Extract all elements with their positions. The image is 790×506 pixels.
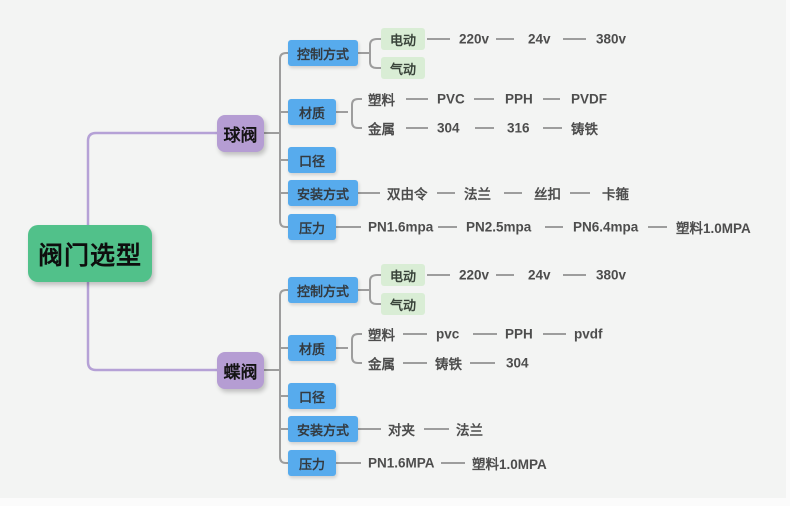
node-b-metal[interactable]: 金属 — [368, 122, 395, 137]
node-root[interactable]: 阀门选型 — [28, 225, 152, 282]
node-b-316[interactable]: 316 — [507, 120, 530, 136]
node-b-diameter[interactable]: 口径 — [288, 147, 336, 173]
node-f-metal[interactable]: 金属 — [368, 357, 395, 372]
node-f-flange[interactable]: 法兰 — [456, 423, 483, 438]
node-f-cast-iron[interactable]: 铸铁 — [435, 357, 462, 372]
node-b-pn25[interactable]: PN2.5mpa — [466, 219, 532, 235]
node-b-pvc[interactable]: PVC — [437, 91, 465, 107]
node-f-plastic10[interactable]: 塑料1.0MPA — [472, 457, 547, 472]
edge-butterfly-control-bracket — [369, 274, 381, 305]
node-b-cast-iron[interactable]: 铸铁 — [571, 122, 598, 137]
node-f-pn16[interactable]: PN1.6MPA — [368, 455, 435, 471]
node-f-pvdf[interactable]: pvdf — [574, 326, 603, 342]
node-f-pvc[interactable]: pvc — [436, 326, 460, 342]
node-b-plastic[interactable]: 塑料 — [368, 93, 395, 108]
node-f-304[interactable]: 304 — [506, 355, 529, 371]
node-b-pvdf[interactable]: PVDF — [571, 91, 608, 107]
node-f-plastic[interactable]: 塑料 — [368, 328, 395, 343]
edge-butterfly-material-bracket — [351, 333, 362, 364]
node-butterfly[interactable]: 蝶阀 — [217, 352, 264, 389]
edge-ball-spine — [279, 52, 288, 228]
node-b-pneumatic[interactable]: 气动 — [381, 57, 425, 79]
node-b-304[interactable]: 304 — [437, 120, 460, 136]
canvas-right-edge — [786, 0, 790, 506]
edge-ball-material-bracket — [351, 98, 362, 129]
node-b-pn64[interactable]: PN6.4mpa — [573, 219, 639, 235]
node-b-flange[interactable]: 法兰 — [464, 187, 491, 202]
node-b-thread[interactable]: 丝扣 — [534, 187, 561, 202]
node-b-material[interactable]: 材质 — [288, 99, 336, 125]
node-f-pressure[interactable]: 压力 — [288, 450, 336, 476]
node-f-diameter[interactable]: 口径 — [288, 383, 336, 409]
node-f-control[interactable]: 控制方式 — [288, 277, 358, 303]
node-f-v24[interactable]: 24v — [528, 267, 551, 283]
node-ball[interactable]: 球阀 — [217, 115, 264, 152]
node-f-wafer[interactable]: 对夹 — [388, 423, 415, 438]
node-b-v220[interactable]: 220v — [459, 31, 490, 47]
node-f-v380[interactable]: 380v — [596, 267, 627, 283]
node-b-plastic10[interactable]: 塑料1.0MPA — [676, 221, 751, 236]
node-b-v380[interactable]: 380v — [596, 31, 627, 47]
edge-butterfly-spine — [279, 289, 288, 464]
node-f-material[interactable]: 材质 — [288, 335, 336, 361]
node-b-pn16[interactable]: PN1.6mpa — [368, 219, 434, 235]
node-f-pph[interactable]: PPH — [505, 326, 533, 342]
node-b-pressure[interactable]: 压力 — [288, 214, 336, 240]
node-b-union[interactable]: 双由令 — [387, 187, 428, 202]
node-f-pneumatic[interactable]: 气动 — [381, 293, 425, 315]
node-b-control[interactable]: 控制方式 — [288, 40, 358, 66]
node-b-v24[interactable]: 24v — [528, 31, 551, 47]
edge-ball-control-bracket — [369, 38, 381, 69]
node-f-install[interactable]: 安装方式 — [288, 416, 358, 442]
node-b-electric[interactable]: 电动 — [381, 28, 425, 50]
node-b-clamp[interactable]: 卡箍 — [602, 187, 629, 202]
node-f-electric[interactable]: 电动 — [381, 264, 425, 286]
canvas-bottom-edge — [0, 498, 790, 506]
node-f-v220[interactable]: 220v — [459, 267, 490, 283]
node-b-pph[interactable]: PPH — [505, 91, 533, 107]
node-b-install[interactable]: 安装方式 — [288, 180, 358, 206]
